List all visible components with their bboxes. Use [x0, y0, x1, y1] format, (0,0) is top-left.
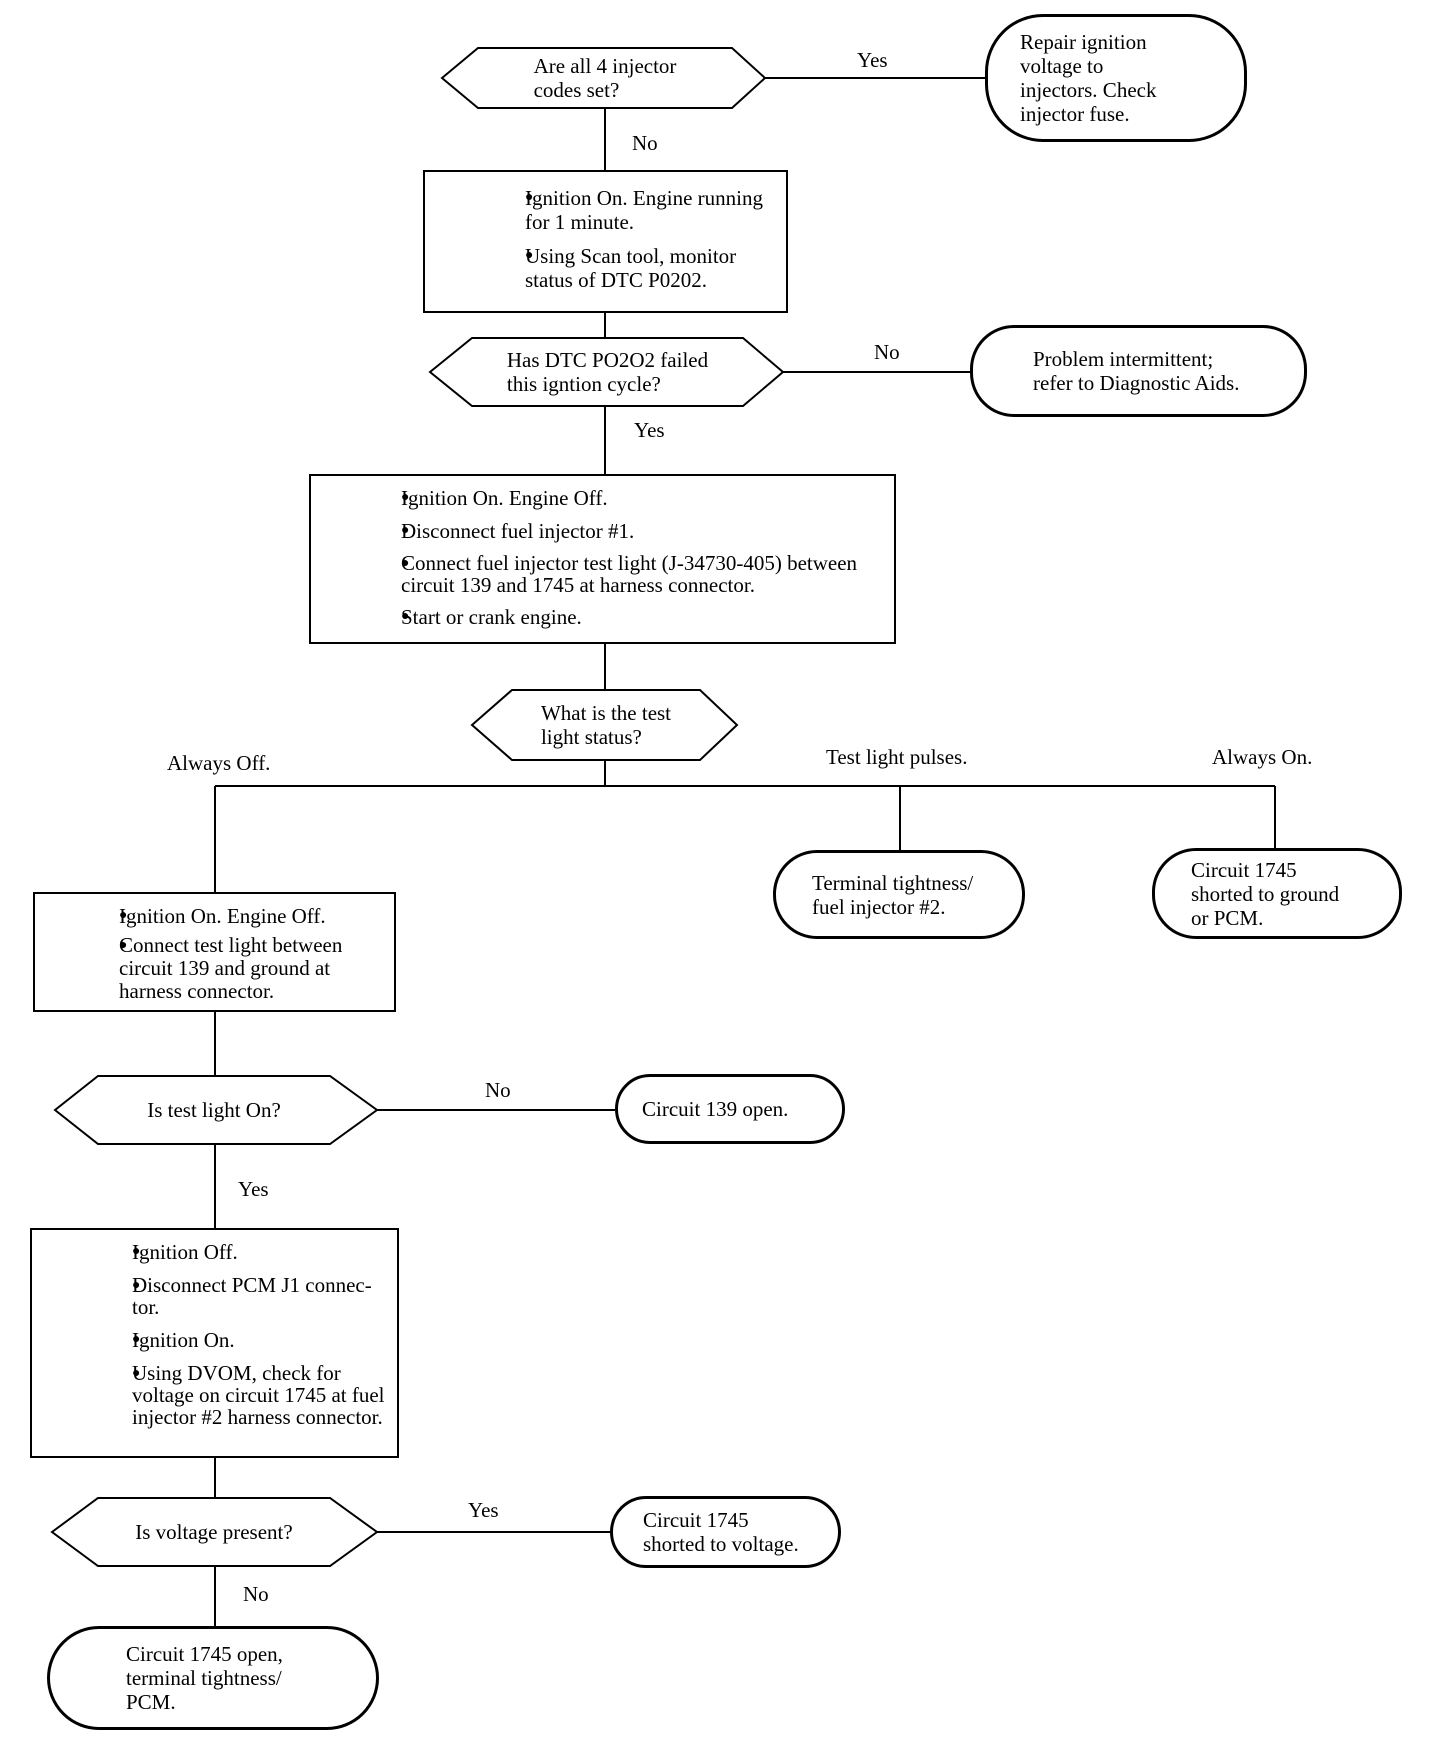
decision-test-light-on: Is test light On? — [98, 1080, 330, 1140]
decision-text: Are all 4 injector codes set? — [533, 54, 677, 102]
result-repair-ignition-voltage: Repair ignition voltage to injectors. Ch… — [985, 14, 1247, 142]
step-item: Disconnect fuel injector #1. — [331, 519, 880, 543]
step-item: Disconnect PCM J1 connec-tor. — [52, 1274, 387, 1318]
decision-test-light-status: What is the test light status? — [512, 694, 700, 756]
step-text: Connect test light between circuit 139 a… — [119, 933, 343, 1003]
step-item: Connect test light between circuit 139 a… — [51, 934, 384, 1003]
step-item: Using DVOM, check for voltage on circuit… — [52, 1362, 387, 1428]
result-problem-intermittent: Problem intermittent; refer to Diagnosti… — [970, 325, 1307, 417]
decision-text: Is voltage present? — [135, 1520, 293, 1544]
result-text: Circuit 1745 shorted to voltage. — [643, 1508, 799, 1556]
step-text: Disconnect PCM J1 connec-tor. — [132, 1273, 372, 1319]
step-item: Connect fuel injector test light (J-3473… — [331, 552, 880, 596]
step-item: Ignition Off. — [52, 1240, 387, 1264]
result-circuit-1745-open: Circuit 1745 open, terminal tightness/ P… — [47, 1626, 379, 1730]
branch-label-d2-yes: Yes — [634, 418, 665, 442]
result-terminal-tightness-injector-2: Terminal tightness/ fuel injector #2. — [773, 850, 1025, 939]
decision-voltage-present: Is voltage present? — [98, 1502, 330, 1562]
result-circuit-1745-shorted-ground: Circuit 1745 shorted to ground or PCM. — [1152, 848, 1402, 939]
step-text: Ignition On. — [132, 1328, 235, 1352]
result-text: Circuit 1745 open, terminal tightness/ P… — [126, 1642, 283, 1714]
branch-label-d2-no: No — [874, 340, 900, 364]
step-item: Using Scan tool, monitor status of DTC P… — [453, 244, 770, 292]
step-item: Ignition On. Engine Off. — [51, 904, 384, 928]
step-text: Disconnect fuel injector #1. — [401, 519, 635, 543]
decision-d4-shape — [53, 1075, 379, 1145]
decision-text: Has DTC PO2O2 failed this igntion cycle? — [506, 348, 709, 396]
branch-label-d1-no: No — [632, 131, 658, 155]
decision-d2-shape — [428, 337, 785, 407]
step-text: Ignition On. Engine running for 1 minute… — [525, 186, 763, 234]
step-text: Ignition On. Engine Off. — [401, 486, 608, 510]
step-item: Start or crank engine. — [331, 605, 880, 629]
decision-d1-shape — [440, 47, 767, 109]
decision-dtc-failed: Has DTC PO2O2 failed this igntion cycle? — [472, 342, 743, 402]
branch-label-d1-yes: Yes — [857, 48, 888, 72]
decision-d3-shape — [470, 689, 739, 761]
step-box-test-light: Ignition On. Engine Off. Disconnect fuel… — [309, 474, 896, 644]
step-item: Ignition On. Engine running for 1 minute… — [453, 186, 770, 234]
decision-injector-codes: Are all 4 injector codes set? — [478, 50, 732, 106]
step-text: Ignition Off. — [132, 1240, 238, 1264]
step-text: Using DVOM, check for voltage on circuit… — [132, 1361, 385, 1429]
step-box-scan-tool: Ignition On. Engine running for 1 minute… — [423, 170, 788, 313]
result-text: Repair ignition voltage to injectors. Ch… — [1020, 30, 1157, 126]
decision-text: Is test light On? — [147, 1098, 281, 1122]
step-item: Ignition On. — [52, 1328, 387, 1352]
step-text: Start or crank engine. — [401, 605, 582, 629]
result-text: Circuit 139 open. — [642, 1097, 789, 1121]
result-text: Circuit 1745 shorted to ground or PCM. — [1191, 857, 1340, 930]
step-item: Ignition On. Engine Off. — [331, 486, 880, 510]
result-text: Terminal tightness/ fuel injector #2. — [812, 870, 974, 919]
result-circuit-139-open: Circuit 139 open. — [615, 1074, 845, 1144]
branch-label-d4-yes: Yes — [238, 1177, 269, 1201]
result-circuit-1745-shorted-voltage: Circuit 1745 shorted to voltage. — [610, 1496, 841, 1568]
decision-text: What is the test light status? — [540, 701, 672, 749]
step-box-dvom-check: Ignition Off. Disconnect PCM J1 connec-t… — [30, 1228, 399, 1458]
result-text: Problem intermittent; refer to Diagnosti… — [1033, 347, 1240, 395]
branch-label-d4-no: No — [485, 1078, 511, 1102]
step-text: Ignition On. Engine Off. — [119, 904, 326, 928]
step-box-ground-test: Ignition On. Engine Off. Connect test li… — [33, 892, 396, 1012]
branch-label-always-off: Always Off. — [167, 751, 271, 775]
branch-label-d5-yes: Yes — [468, 1498, 499, 1522]
branch-label-test-light-pulses: Test light pulses. — [826, 745, 968, 769]
branch-label-always-on: Always On. — [1212, 745, 1313, 769]
step-text: Connect fuel injector test light (J-3473… — [401, 551, 858, 597]
branch-label-d5-no: No — [243, 1582, 269, 1606]
step-text: Using Scan tool, monitor status of DTC P… — [525, 244, 737, 292]
decision-d5-shape — [50, 1497, 379, 1567]
